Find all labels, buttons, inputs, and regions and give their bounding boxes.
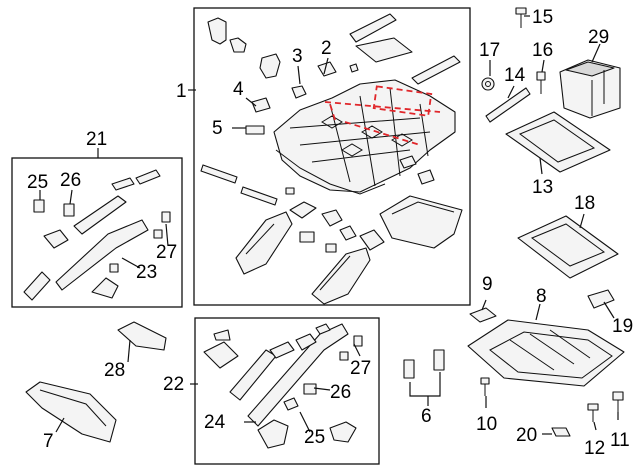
storage-tray-29[interactable] — [559, 59, 621, 119]
brackets-upper-left[interactable] — [207, 17, 281, 79]
callout-21: 21 — [86, 129, 107, 150]
bolt-12[interactable] — [587, 403, 599, 422]
leader-lines — [39, 15, 619, 435]
callout-7: 7 — [43, 431, 54, 452]
main-floor-group-frame — [193, 7, 471, 306]
bolt-11[interactable] — [612, 391, 624, 412]
spare-tire-tub[interactable] — [379, 195, 463, 249]
rear-rail-main[interactable] — [311, 247, 371, 305]
callout-14: 14 — [504, 65, 526, 86]
clip-20[interactable] — [551, 427, 571, 437]
callout-17: 17 — [479, 40, 500, 61]
callout-20: 20 — [516, 425, 537, 446]
callout-24: 24 — [204, 412, 226, 433]
sill-panel-7[interactable] — [25, 381, 117, 443]
callout-12: 12 — [584, 438, 605, 459]
callout-5: 5 — [212, 118, 223, 139]
callout-3: 3 — [292, 46, 303, 67]
callout-4: 4 — [233, 79, 244, 100]
callout-27-left: 27 — [156, 242, 177, 263]
callout-27-right: 27 — [350, 358, 371, 379]
callout-13: 13 — [532, 177, 553, 198]
callout-2: 2 — [321, 38, 332, 59]
callout-19: 19 — [612, 316, 633, 337]
callout-11: 11 — [610, 430, 630, 451]
rail-group-21-parts[interactable] — [23, 169, 171, 301]
callout-1: 1 — [176, 81, 187, 102]
callout-22: 22 — [163, 374, 184, 395]
reinforcement-upper[interactable] — [291, 13, 461, 99]
highlight-floor-seam — [324, 101, 441, 146]
callout-10: 10 — [476, 414, 497, 435]
callout-18: 18 — [574, 193, 595, 214]
support-frame-18[interactable] — [517, 215, 619, 279]
callout-25-left: 25 — [27, 172, 48, 193]
lower-floor-brackets[interactable] — [285, 155, 435, 253]
fastener-16[interactable] — [536, 71, 546, 94]
callout-28: 28 — [104, 360, 125, 381]
clip-9[interactable] — [469, 307, 497, 323]
rail-group-21-frame — [11, 157, 183, 308]
front-sill-rail-main[interactable] — [235, 211, 293, 275]
bracket-19[interactable] — [587, 289, 615, 309]
rail-group-22-parts[interactable] — [203, 323, 363, 449]
underbody-shield-8[interactable] — [467, 319, 625, 387]
callout-6: 6 — [421, 406, 432, 427]
bracket-14[interactable] — [485, 87, 531, 123]
brackets-6[interactable] — [403, 349, 445, 379]
callout-25-right: 25 — [304, 427, 325, 448]
callout-9: 9 — [482, 274, 493, 295]
bracket-28[interactable] — [117, 321, 167, 351]
highlight-rear-floor-section — [372, 85, 433, 117]
callout-16: 16 — [532, 40, 553, 61]
callout-15: 15 — [532, 7, 553, 28]
bolt-10[interactable] — [480, 377, 490, 396]
fastener-15[interactable] — [515, 7, 527, 28]
seat-crossmember-strips[interactable] — [200, 164, 278, 206]
callout-23: 23 — [136, 262, 157, 283]
callout-26-left: 26 — [60, 170, 81, 191]
callout-26-right: 26 — [330, 382, 351, 403]
support-frame-13[interactable] — [505, 111, 611, 173]
nut-17[interactable] — [481, 77, 495, 91]
callout-29: 29 — [588, 27, 609, 48]
rail-group-22-frame — [194, 317, 380, 465]
callout-8: 8 — [536, 286, 547, 307]
floor-plugs[interactable] — [245, 97, 271, 135]
